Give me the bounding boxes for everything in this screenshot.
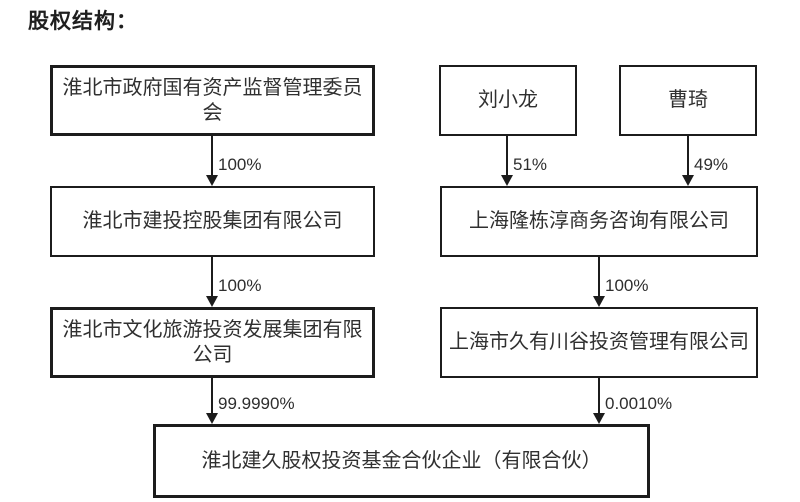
- arrow-line: [211, 136, 213, 178]
- node-label: 淮北市文化旅游投资发展集团有限公司: [62, 318, 363, 366]
- down-arrowhead-icon: [501, 175, 513, 186]
- node-huaibei-wenlv: 淮北市文化旅游投资发展集团有限公司: [50, 307, 375, 378]
- arrow-line: [598, 257, 600, 299]
- arrow-line: [506, 136, 508, 178]
- down-arrowhead-icon: [593, 296, 605, 307]
- node-label: 淮北市建投控股集团有限公司: [82, 210, 343, 232]
- node-shanghai-jiuyou: 上海市久有川谷投资管理有限公司: [440, 307, 758, 378]
- down-arrowhead-icon: [593, 413, 605, 424]
- node-huaibei-jianjiu-fund: 淮北建久股权投资基金合伙企业（有限合伙）: [153, 424, 650, 498]
- down-arrowhead-icon: [206, 296, 218, 307]
- arrow-line: [211, 257, 213, 299]
- ownership-percentage: 49%: [694, 155, 729, 174]
- arrow-line: [598, 378, 600, 416]
- ownership-percentage: 0.0010%: [605, 394, 673, 413]
- node-label: 刘小龙: [478, 89, 538, 111]
- node-label: 淮北建久股权投资基金合伙企业（有限合伙）: [201, 449, 602, 472]
- node-label: 淮北市政府国有资产监督管理委员会: [62, 76, 363, 124]
- node-liu-xiaolong: 刘小龙: [439, 65, 577, 136]
- ownership-percentage: 99.9990%: [218, 394, 295, 413]
- node-label: 上海市久有川谷投资管理有限公司: [449, 331, 749, 353]
- ownership-percentage: 100%: [218, 155, 262, 174]
- arrow-line: [687, 136, 689, 178]
- ownership-percentage: 100%: [605, 276, 649, 295]
- node-cao-qi: 曹琦: [619, 65, 757, 136]
- node-label: 曹琦: [668, 89, 708, 111]
- node-huaibei-jiantou: 淮北市建投控股集团有限公司: [50, 186, 375, 257]
- ownership-percentage: 100%: [218, 276, 262, 295]
- node-huaibei-sasac: 淮北市政府国有资产监督管理委员会: [50, 65, 375, 136]
- ownership-percentage: 51%: [513, 155, 548, 174]
- down-arrowhead-icon: [682, 175, 694, 186]
- diagram-title: 股权结构：: [28, 9, 138, 33]
- down-arrowhead-icon: [206, 413, 218, 424]
- down-arrowhead-icon: [206, 175, 218, 186]
- node-shanghai-longdongchun: 上海隆栋淳商务咨询有限公司: [440, 186, 758, 257]
- node-label: 上海隆栋淳商务咨询有限公司: [469, 210, 729, 232]
- arrow-line: [211, 378, 213, 416]
